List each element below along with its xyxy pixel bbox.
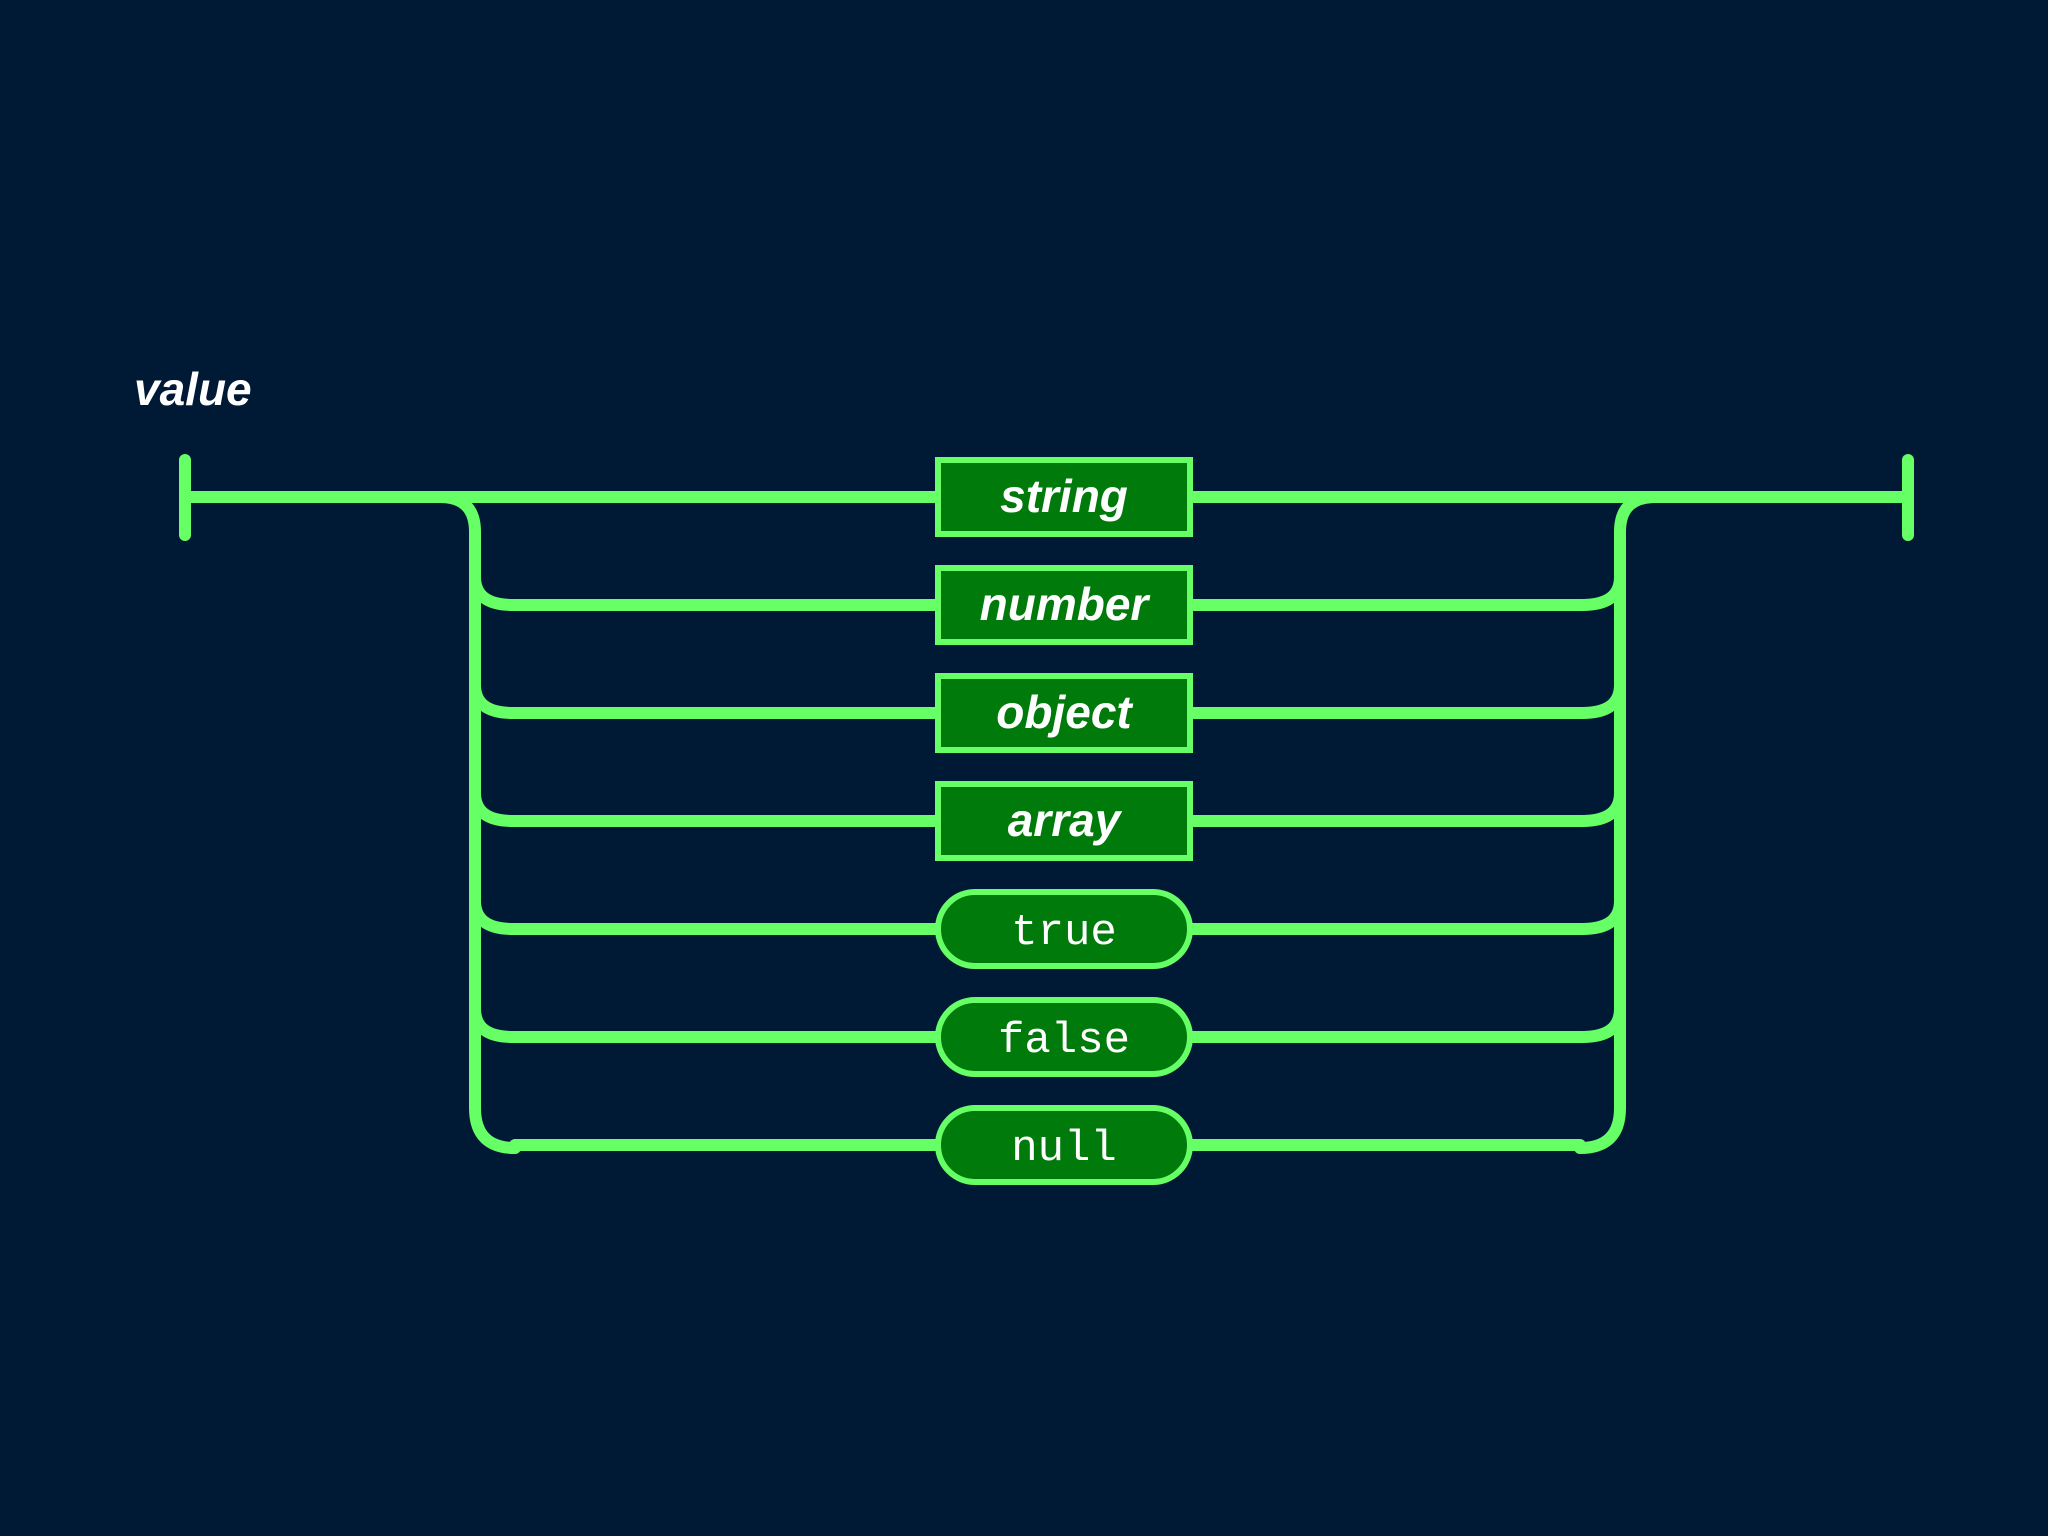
- branch-left-true: [469, 895, 944, 935]
- node-label-number: number: [980, 578, 1151, 630]
- branch-left-number: [469, 571, 944, 611]
- node-box-array: [935, 781, 1193, 861]
- alternatives: string number object array true false null: [935, 457, 1193, 1185]
- node-array: array: [935, 781, 1193, 861]
- node-null: null: [935, 1105, 1193, 1185]
- node-label-string: string: [1000, 470, 1128, 522]
- node-label-array: array: [1008, 794, 1123, 846]
- left-branch-bus: [434, 491, 521, 1154]
- node-box-number: [935, 565, 1193, 645]
- branch-right-object: [1184, 679, 1626, 719]
- node-label-null: null: [1011, 1124, 1117, 1174]
- branch-left-object: [469, 679, 944, 719]
- branch-left-false: [469, 1003, 944, 1043]
- node-box-object: [935, 673, 1193, 753]
- branch-left-array: [469, 787, 944, 827]
- node-box-null: [935, 1105, 1193, 1185]
- diagram-title: value: [134, 363, 252, 415]
- node-string: string: [935, 457, 1193, 537]
- node-box-string: [935, 457, 1193, 537]
- node-label-false: false: [998, 1016, 1130, 1066]
- branch-right-number: [1184, 571, 1626, 611]
- node-false: false: [935, 997, 1193, 1077]
- node-label-object: object: [996, 686, 1133, 738]
- branch-right-true: [1184, 895, 1626, 935]
- branch-right-false: [1184, 1003, 1626, 1043]
- node-true: true: [935, 889, 1193, 969]
- node-number: number: [935, 565, 1193, 645]
- rails: [179, 454, 1914, 1154]
- node-box-false: [935, 997, 1193, 1077]
- node-box-true: [935, 889, 1193, 969]
- right-branch-bus: [1574, 491, 1661, 1154]
- branch-right-array: [1184, 787, 1626, 827]
- node-object: object: [935, 673, 1193, 753]
- node-label-true: true: [1011, 908, 1117, 958]
